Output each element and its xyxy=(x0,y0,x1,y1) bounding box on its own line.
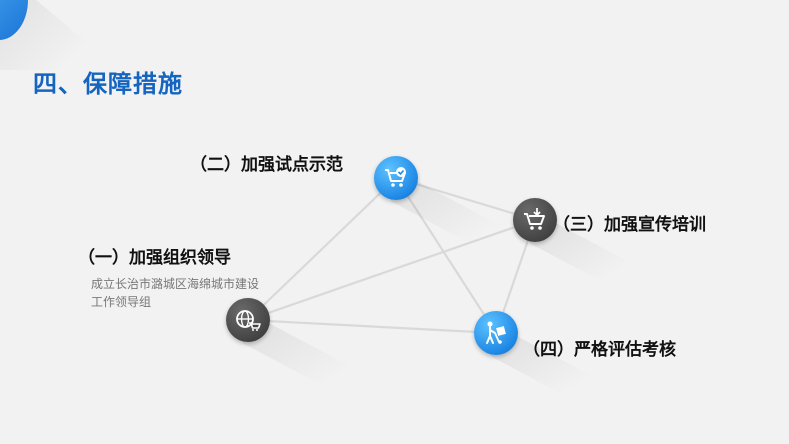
node-publicity-training xyxy=(513,198,557,242)
node-evaluation-assessment xyxy=(474,311,518,355)
node-description-organization-leadership: 成立长治市潞城区海绵城市建设工作领导组 xyxy=(91,277,260,309)
hand-truck-icon xyxy=(483,320,509,346)
node-label-evaluation-assessment: （四）严格评估考核 xyxy=(523,340,676,360)
page-title: 四、保障措施 xyxy=(33,70,183,98)
shopping-cart-check-icon xyxy=(383,165,409,191)
node-label-trial-demo: （二）加强试点示范 xyxy=(190,155,343,175)
line-2-4 xyxy=(395,177,497,334)
shopping-cart-download-icon xyxy=(522,207,548,233)
line-3-1 xyxy=(247,218,536,322)
node-organization-leadership xyxy=(226,298,270,342)
node-label-publicity-training: （三）加强宣传培训 xyxy=(553,215,706,235)
line-2-1 xyxy=(247,177,397,321)
node-label-organization-leadership: （一）加强组织领导 xyxy=(78,248,231,268)
line-1-4 xyxy=(247,318,497,335)
globe-cart-icon xyxy=(235,307,261,333)
node-trial-demo xyxy=(374,156,418,200)
line-2-3 xyxy=(395,176,536,222)
